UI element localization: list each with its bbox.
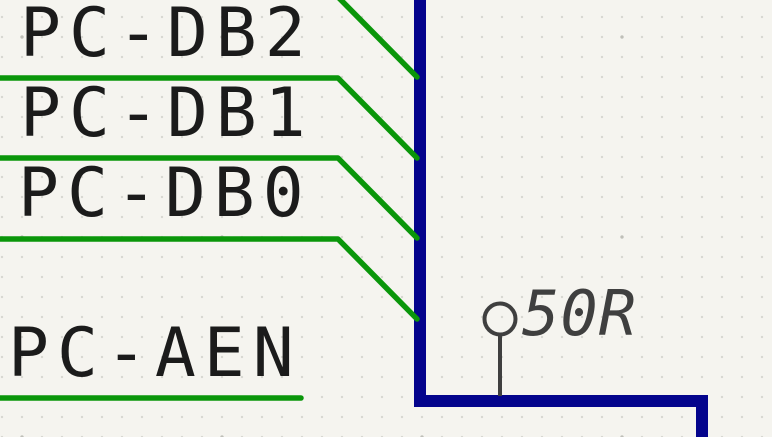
net-label-pc-aen[interactable]: PC-AEN	[8, 314, 302, 393]
wire-pc-db2[interactable]	[0, 75, 420, 161]
bus-line[interactable]	[414, 0, 708, 437]
net-label-pc-db1[interactable]: PC-DB1	[20, 74, 314, 153]
wire-bus-entry-top[interactable]	[337, 0, 420, 80]
wire-pc-db1[interactable]	[0, 155, 420, 241]
pin-name-label[interactable]: 50R	[522, 277, 637, 350]
wire-pc-db0[interactable]	[0, 236, 420, 322]
component-pin[interactable]	[482, 301, 518, 397]
net-label-pc-db0[interactable]: PC-DB0	[18, 154, 312, 233]
net-label-pc-db2[interactable]: PC-DB2	[20, 0, 314, 73]
pin-circle[interactable]	[482, 301, 518, 337]
